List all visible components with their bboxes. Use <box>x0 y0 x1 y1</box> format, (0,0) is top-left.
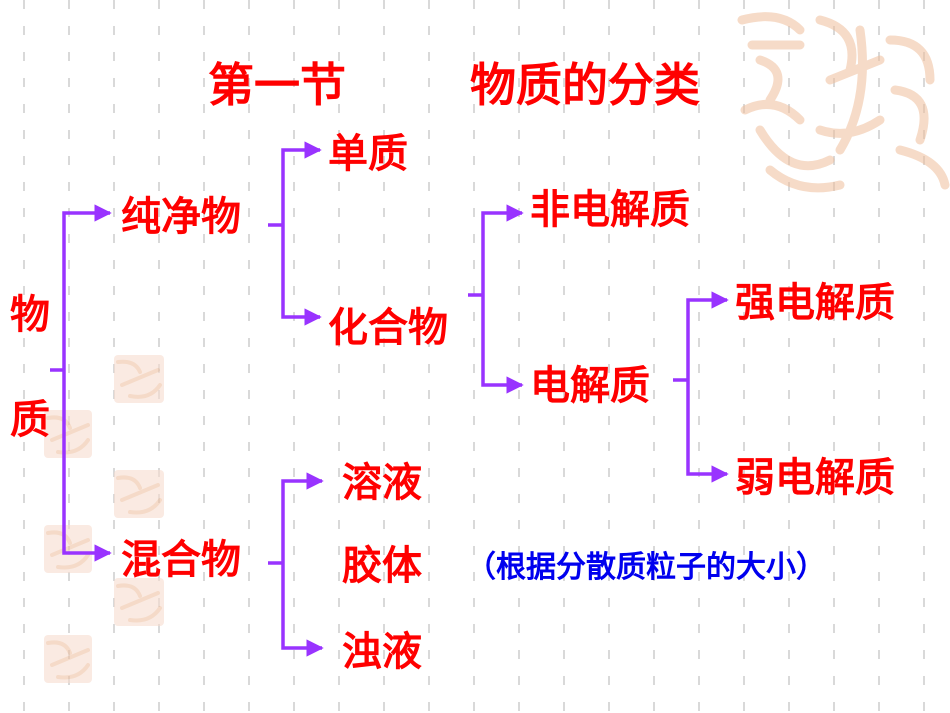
decorative-seal-small-4 <box>44 525 92 573</box>
title-section: 第一节 <box>208 58 346 112</box>
node-matter-char2: 质 <box>10 397 50 443</box>
decorative-seal-small-6 <box>44 635 92 683</box>
node-non-electrolyte: 非电解质 <box>530 187 690 233</box>
decorative-seal-small-2 <box>44 410 92 458</box>
classification-note: （根据分散质粒子的大小） <box>466 550 826 585</box>
node-mixture: 混合物 <box>121 537 241 583</box>
decorative-seal-large <box>737 12 950 193</box>
node-electrolyte: 电解质 <box>530 363 650 409</box>
node-strong-electrolyte: 强电解质 <box>735 280 895 326</box>
node-pure-substance: 纯净物 <box>121 194 241 240</box>
connector-to-pure <box>62 204 112 370</box>
connector-to-element <box>281 141 322 225</box>
connector-to-weak-electrolyte <box>686 380 729 483</box>
decorative-seal-small-3 <box>114 470 164 518</box>
node-weak-electrolyte: 弱电解质 <box>735 455 895 501</box>
node-compound: 化合物 <box>328 305 448 351</box>
node-colloid: 胶体 <box>342 543 422 589</box>
decorative-seal-small-5 <box>114 578 164 626</box>
decorative-seal-small-1 <box>114 355 164 403</box>
title-topic: 物质的分类 <box>470 58 700 112</box>
connector-to-mixture <box>62 370 112 562</box>
node-solution: 溶液 <box>342 460 422 506</box>
connector-to-strong-electrolyte <box>686 291 729 380</box>
node-element: 单质 <box>328 131 408 177</box>
node-suspension: 浊液 <box>342 629 422 675</box>
node-matter-char1: 物 <box>10 292 50 338</box>
connector-to-solution <box>281 472 324 563</box>
connector-to-compound <box>281 225 322 326</box>
connector-to-electrolyte <box>481 295 524 394</box>
connector-to-non-electrolyte <box>481 204 524 295</box>
connector-to-suspension <box>281 563 324 657</box>
